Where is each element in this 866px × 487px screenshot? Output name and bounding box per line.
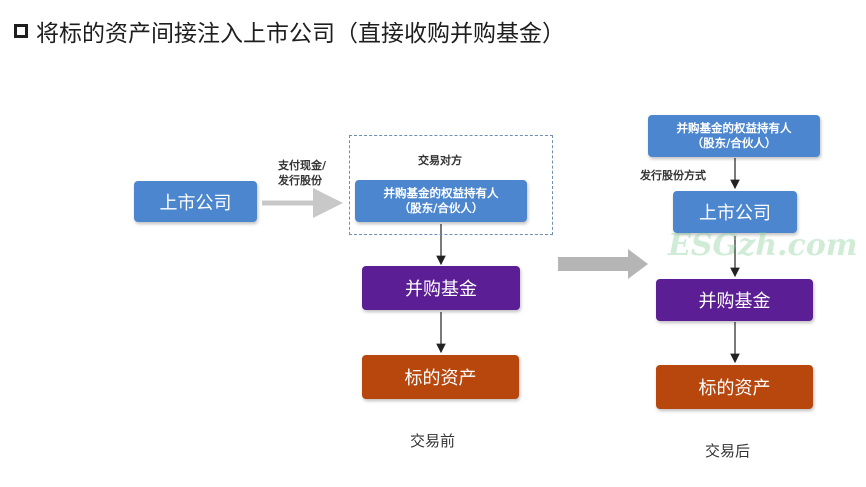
fund-label-before: 并购基金 bbox=[405, 279, 477, 300]
listed-company-label-after: 上市公司 bbox=[699, 203, 771, 224]
equity-holder-line2-after: （股东/合伙人） bbox=[691, 136, 777, 150]
target-asset-label-after: 标的资产 bbox=[698, 378, 771, 399]
equity-holder-line2-before: （股东/合伙人） bbox=[398, 201, 484, 215]
listed-company-box-after: 上市公司 bbox=[673, 191, 797, 233]
payment-label: 支付现金/ 发行股份 bbox=[278, 158, 326, 188]
target-asset-box-before: 标的资产 bbox=[362, 355, 519, 399]
target-asset-label-before: 标的资产 bbox=[404, 368, 477, 389]
equity-holder-line1-after: 并购基金的权益持有人 bbox=[676, 121, 792, 135]
counterparty-label: 交易对方 bbox=[418, 154, 462, 167]
transition-arrow bbox=[558, 249, 648, 279]
target-asset-box-after: 标的资产 bbox=[656, 365, 813, 409]
listed-company-box-before: 上市公司 bbox=[134, 181, 257, 222]
equity-holder-line1-before: 并购基金的权益持有人 bbox=[383, 186, 499, 200]
payment-label-line2: 发行股份 bbox=[278, 174, 322, 187]
listed-company-label-before: 上市公司 bbox=[159, 192, 232, 214]
equity-holder-box-after: 并购基金的权益持有人 （股东/合伙人） bbox=[648, 115, 820, 157]
equity-holder-box-before: 并购基金的权益持有人 （股东/合伙人） bbox=[355, 180, 527, 222]
payment-label-line1: 支付现金/ bbox=[278, 159, 327, 172]
fund-label-after: 并购基金 bbox=[698, 291, 771, 312]
page-title: 将标的资产间接注入上市公司（直接收购并购基金） bbox=[14, 14, 565, 48]
counterparty-dashed-group bbox=[349, 135, 553, 235]
fund-box-before: 并购基金 bbox=[362, 266, 520, 310]
caption-before: 交易前 bbox=[410, 432, 456, 450]
issue-shares-label: 发行股份方式 bbox=[640, 169, 706, 182]
page-title-text: 将标的资产间接注入上市公司（直接收购并购基金） bbox=[36, 21, 565, 47]
square-bullet-icon bbox=[14, 24, 28, 38]
caption-after: 交易后 bbox=[705, 442, 751, 460]
fund-box-after: 并购基金 bbox=[656, 279, 813, 321]
watermark: ESGzh.com bbox=[668, 228, 858, 263]
